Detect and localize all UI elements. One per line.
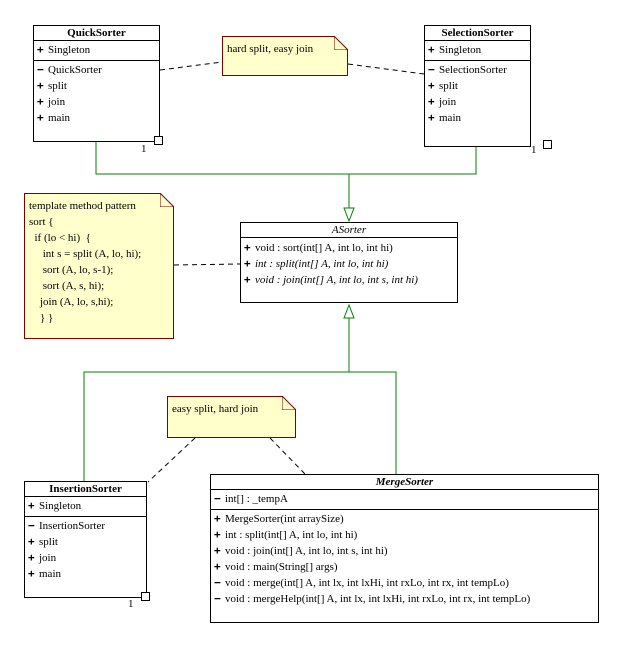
class-mergesorter[interactable]: MergeSorter −int[] : _tempA +MergeSorter… (210, 474, 599, 623)
class-name: QuickSorter (34, 26, 159, 41)
operation-row: −void : mergeHelp(int[] A, int lx, int l… (214, 592, 531, 605)
note-fold-icon (282, 396, 296, 410)
class-name: ASorter (241, 223, 457, 238)
operation-row: +int : split(int[] A, int lo, int hi) (244, 257, 389, 270)
note-text: sort (A, s, hi); (29, 280, 105, 292)
operation-row: +split (28, 535, 58, 548)
note-anchor-template (173, 263, 241, 266)
note-text: sort (A, lo, s-1); (29, 264, 114, 276)
operation-row: +join (37, 95, 66, 108)
operation-row: +void : sort(int[] A, int lo, int hi) (244, 241, 393, 254)
operation-row: +void : main(String[] args) (214, 560, 338, 573)
operation-row: +main (428, 111, 461, 124)
operations-section: −QuickSorter +split +join +main (34, 61, 159, 128)
multiplicity-label: 1 (128, 598, 134, 610)
note-easy-split: easy split, hard join (167, 396, 296, 438)
class-name: SelectionSorter (425, 26, 530, 41)
operation-row: +void : join(int[] A, int lo, int s, int… (214, 544, 388, 557)
attributes-section: +Singleton (34, 41, 159, 61)
singleton-corner-icon (543, 140, 552, 149)
operation-row: −QuickSorter (37, 63, 102, 76)
operation-row: −SelectionSorter (428, 63, 507, 76)
operation-row: +main (28, 567, 61, 580)
note-fold-icon (334, 36, 348, 50)
attribute-row: −int[] : _tempA (214, 492, 288, 505)
note-anchor-quick (159, 61, 223, 71)
attributes-section: −int[] : _tempA (211, 490, 598, 510)
class-quicksorter[interactable]: QuickSorter +Singleton −QuickSorter +spl… (33, 25, 160, 142)
attribute-row: +Singleton (28, 499, 82, 512)
attributes-section: +Singleton (25, 497, 146, 517)
operation-row: +void : join(int[] A, int lo, int s, int… (244, 273, 418, 286)
attribute-row: +Singleton (428, 43, 482, 56)
operation-row: +join (28, 551, 57, 564)
operation-row: −InsertionSorter (28, 519, 105, 532)
operation-row: +int : split(int[] A, int lo, int hi) (214, 528, 358, 541)
singleton-corner-icon (154, 136, 163, 145)
note-text: if (lo < hi) { (29, 232, 91, 244)
note-text: int s = split (A, lo, hi); (29, 248, 142, 260)
inheritance-insertion (83, 371, 349, 481)
inheritance-merge (349, 371, 397, 474)
note-text: } } (29, 312, 54, 324)
note-anchor-insertion (147, 437, 196, 483)
operations-section: +void : sort(int[] A, int lo, int hi) +i… (241, 238, 457, 290)
note-text: easy split, hard join (172, 403, 259, 415)
operations-section: −InsertionSorter +split +join +main (25, 517, 146, 584)
note-template-method: template method pattern sort { if (lo < … (24, 193, 174, 339)
operations-section: +MergeSorter(int arraySize) +int : split… (211, 510, 598, 609)
inheritance-quick (95, 140, 349, 175)
inheritance-selection (349, 140, 477, 175)
class-asorter[interactable]: ASorter +void : sort(int[] A, int lo, in… (240, 222, 458, 303)
class-insertionsorter[interactable]: InsertionSorter +Singleton −InsertionSor… (24, 481, 147, 598)
class-name: InsertionSorter (25, 482, 146, 497)
attribute-row: +Singleton (37, 43, 91, 56)
operation-row: −void : merge(int[] A, int lx, int lxHi,… (214, 576, 509, 589)
singleton-corner-icon (141, 592, 150, 601)
operation-row: +main (37, 111, 70, 124)
attributes-section: +Singleton (425, 41, 530, 61)
multiplicity-label: 1 (141, 143, 147, 155)
operation-row: +MergeSorter(int arraySize) (214, 512, 344, 525)
class-name: MergeSorter (211, 475, 598, 490)
note-fold-icon (160, 193, 174, 207)
operation-row: +split (428, 79, 458, 92)
note-text: hard split, easy join (227, 43, 314, 55)
note-hard-split: hard split, easy join (222, 36, 348, 76)
operations-section: −SelectionSorter +split +join +main (425, 61, 530, 128)
operation-row: +split (37, 79, 67, 92)
multiplicity-label: 1 (531, 144, 537, 156)
note-text: sort { (29, 216, 54, 228)
note-text: template method pattern (29, 200, 136, 212)
operation-row: +join (428, 95, 457, 108)
inheritance-arrowhead-bottom (343, 303, 355, 319)
note-text: join (A, lo, s,hi); (29, 296, 114, 308)
note-anchor-merge (269, 437, 306, 475)
inheritance-arrowhead-top (343, 207, 355, 223)
class-selectionsorter[interactable]: SelectionSorter +Singleton −SelectionSor… (424, 25, 531, 147)
note-anchor-selection (347, 63, 425, 75)
